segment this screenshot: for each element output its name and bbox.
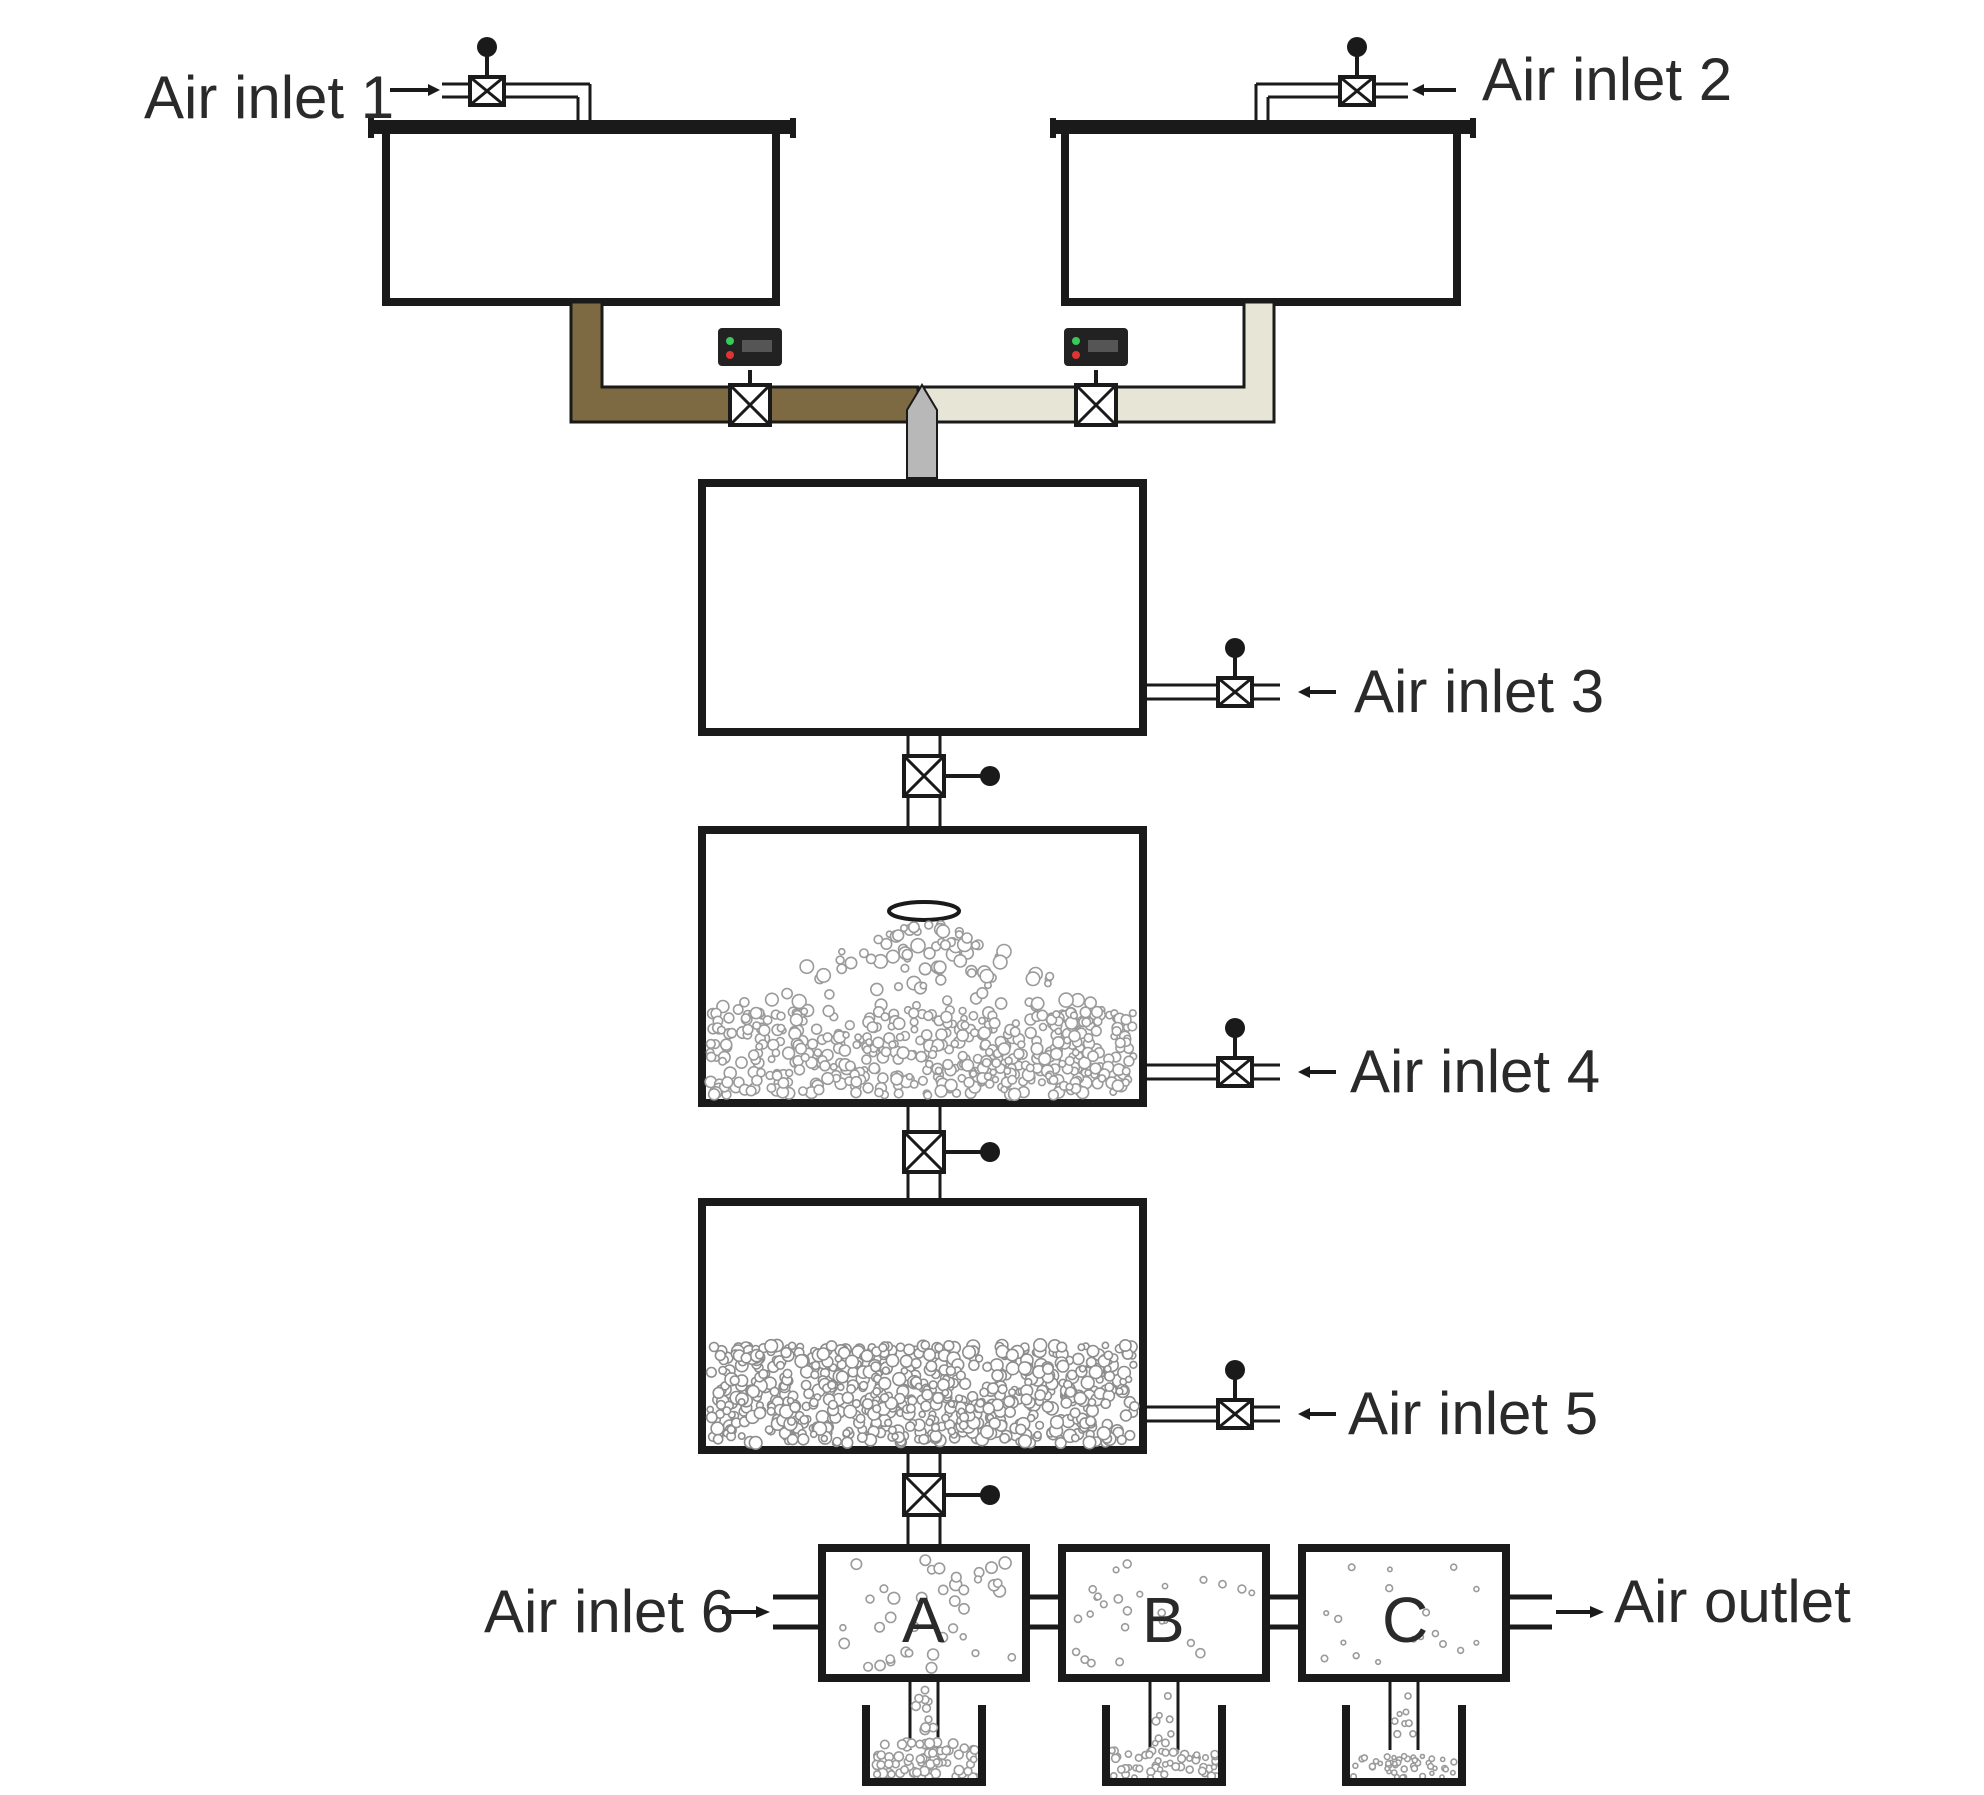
label-air-inlet-3: Air inlet 3 bbox=[1354, 658, 1604, 725]
air-inlet-1-line bbox=[390, 35, 592, 122]
label-air-inlet-4: Air inlet 4 bbox=[1350, 1038, 1600, 1105]
air-inlet-1-valve[interactable] bbox=[468, 35, 506, 107]
valve-3[interactable] bbox=[902, 754, 946, 798]
valve-4[interactable] bbox=[902, 1130, 946, 1174]
collector-c bbox=[1342, 1678, 1466, 1786]
cell-c-particles bbox=[1320, 1563, 1480, 1666]
spray-droplets bbox=[716, 919, 1098, 1015]
air-inlet-5-line bbox=[1147, 1358, 1336, 1430]
tank-2 bbox=[1050, 118, 1476, 306]
powder-bed-drying bbox=[705, 1337, 1140, 1450]
label-air-inlet-1: Air inlet 1 bbox=[144, 64, 394, 131]
valve-5[interactable] bbox=[902, 1473, 946, 1517]
air-inlet-4-valve[interactable] bbox=[1216, 1016, 1254, 1088]
spray-nozzle bbox=[887, 900, 961, 922]
cell-a bbox=[818, 1544, 1030, 1682]
label-air-inlet-5: Air inlet 5 bbox=[1348, 1380, 1598, 1447]
flow-controller-2 bbox=[1064, 328, 1128, 366]
cell-c bbox=[1298, 1544, 1510, 1682]
cell-links bbox=[1026, 1594, 1302, 1630]
air-inlet-3-line bbox=[1147, 636, 1336, 708]
label-cell-c: C bbox=[1382, 1584, 1428, 1656]
drying-chamber bbox=[698, 1198, 1147, 1454]
feed-valve-1[interactable] bbox=[718, 328, 782, 427]
label-cell-b: B bbox=[1142, 1584, 1185, 1656]
tank-1-lid bbox=[368, 120, 796, 134]
label-air-inlet-2: Air inlet 2 bbox=[1482, 46, 1732, 113]
label-air-inlet-6: Air inlet 6 bbox=[484, 1578, 734, 1645]
collector-a bbox=[862, 1678, 986, 1786]
air-inlet-4-line bbox=[1147, 1016, 1336, 1088]
spray-chamber bbox=[698, 826, 1147, 1107]
label-air-outlet: Air outlet bbox=[1614, 1568, 1851, 1635]
air-inlet-6-line bbox=[722, 1594, 822, 1630]
feed-valve-2[interactable] bbox=[1064, 328, 1128, 427]
flow-controller-1 bbox=[718, 328, 782, 366]
air-inlet-3-valve[interactable] bbox=[1216, 636, 1254, 708]
air-inlet-2-valve[interactable] bbox=[1338, 35, 1376, 107]
cell-b-particles bbox=[1071, 1559, 1256, 1668]
tank-2-lid bbox=[1050, 120, 1476, 134]
collector-b bbox=[1102, 1678, 1226, 1786]
air-outlet-line bbox=[1506, 1594, 1604, 1630]
cell-a-particles bbox=[838, 1554, 1017, 1674]
connector-3 bbox=[902, 1454, 1000, 1545]
powder-bed-spray bbox=[704, 1003, 1138, 1102]
tank-1 bbox=[368, 118, 796, 306]
label-cell-a: A bbox=[902, 1584, 945, 1656]
cell-b bbox=[1058, 1544, 1270, 1682]
mixing-vessel bbox=[698, 479, 1147, 736]
feed-pipe-left bbox=[569, 300, 920, 424]
air-inlet-2-line bbox=[1254, 35, 1456, 122]
air-inlet-5-valve[interactable] bbox=[1216, 1358, 1254, 1430]
feed-pipe-center bbox=[906, 383, 938, 479]
connector-2 bbox=[902, 1107, 1000, 1198]
